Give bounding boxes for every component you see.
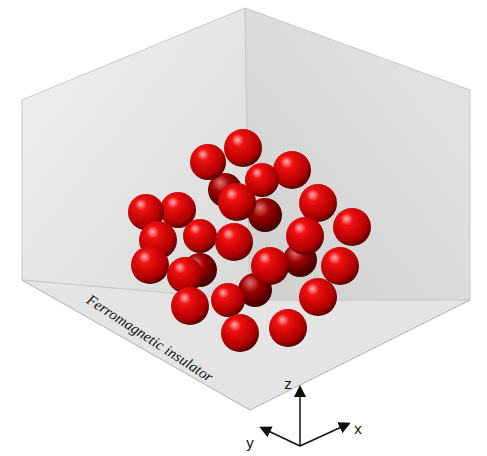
axis-label: x: [354, 421, 362, 436]
sphere-cluster: [128, 129, 371, 352]
axis-label: y: [246, 435, 254, 450]
insulator-box: [22, 8, 470, 410]
axes: [262, 388, 348, 446]
axis-label: z: [284, 376, 292, 391]
